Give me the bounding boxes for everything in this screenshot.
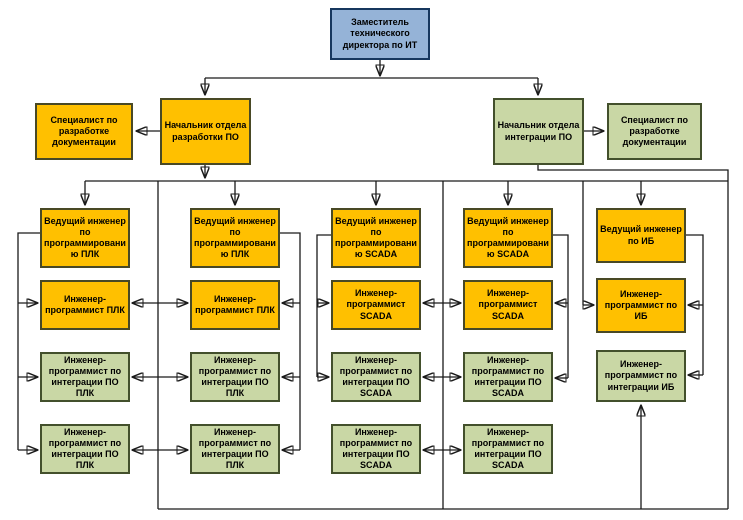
- node-eng-int-plc-1a: Инженер-программист по интеграции ПО ПЛК: [40, 352, 130, 402]
- node-eng-int-scada-2b: Инженер-программист по интеграции ПО SCA…: [463, 424, 553, 474]
- node-lead-eng-plc-2: Ведущий инженер по программированию ПЛК: [190, 208, 280, 268]
- node-lead-eng-scada-2: Ведущий инженер по программированию SCAD…: [463, 208, 553, 268]
- node-eng-plc-2: Инженер-программист ПЛК: [190, 280, 280, 330]
- node-eng-int-scada-1a: Инженер-программист по интеграции ПО SCA…: [331, 352, 421, 402]
- node-eng-int-plc-2b: Инженер-программист по интеграции ПО ПЛК: [190, 424, 280, 474]
- node-lead-eng-plc-1: Ведущий инженер по программированию ПЛК: [40, 208, 130, 268]
- node-eng-scada-2: Инженер-программист SCADA: [463, 280, 553, 330]
- node-spec-doc-int: Специалист по разработке документации: [607, 103, 702, 160]
- node-eng-int-plc-1b: Инженер-программист по интеграции ПО ПЛК: [40, 424, 130, 474]
- node-eng-int-scada-1b: Инженер-программист по интеграции ПО SCA…: [331, 424, 421, 474]
- node-head-integration-dept: Начальник отдела интеграции ПО: [493, 98, 584, 165]
- node-eng-int-scada-2a: Инженер-программист по интеграции ПО SCA…: [463, 352, 553, 402]
- node-deputy-tech-director: Заместитель технического директора по ИТ: [330, 8, 430, 60]
- node-eng-ib: Инженер-программист по ИБ: [596, 278, 686, 333]
- node-head-software-dept: Начальник отдела разработки ПО: [160, 98, 251, 165]
- node-spec-doc-dev: Специалист по разработке документации: [35, 103, 133, 160]
- node-eng-plc-1: Инженер-программист ПЛК: [40, 280, 130, 330]
- node-lead-eng-ib: Ведущий инженер по ИБ: [596, 208, 686, 263]
- node-eng-int-plc-2a: Инженер-программист по интеграции ПО ПЛК: [190, 352, 280, 402]
- node-eng-int-ib: Инженер-программист по интеграции ИБ: [596, 350, 686, 402]
- node-lead-eng-scada-1: Ведущий инженер по программированию SCAD…: [331, 208, 421, 268]
- node-eng-scada-1: Инженер-программист SCADA: [331, 280, 421, 330]
